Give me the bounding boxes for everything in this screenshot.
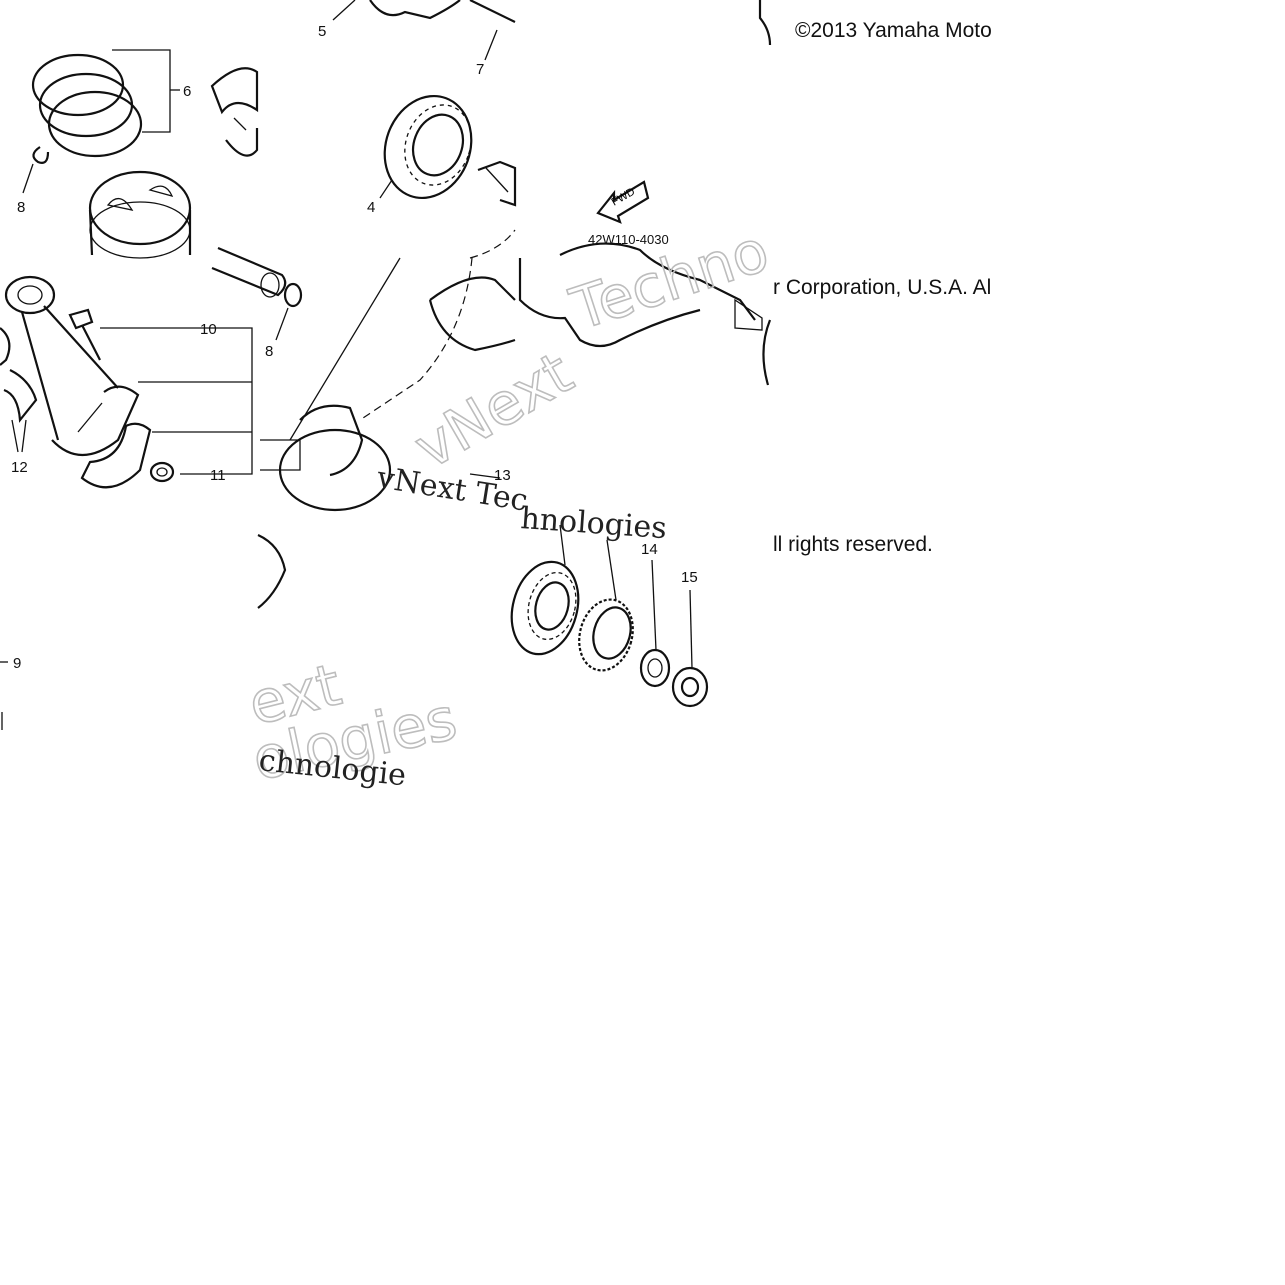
- cover-fragment: [0, 533, 287, 730]
- crank-web-right: [518, 0, 772, 386]
- fwd-arrow-icon: FWD: [596, 180, 650, 224]
- rod-nut: [149, 461, 175, 483]
- callout-10: 10: [200, 321, 217, 338]
- callout-13: 13: [494, 467, 511, 484]
- watermark-text-4: vNext: [403, 339, 584, 483]
- copyright-line-2: r Corporation, U.S.A. Al: [773, 276, 992, 299]
- callout-15: 15: [681, 569, 698, 586]
- crankshaft-outline: [260, 229, 516, 512]
- bearing-shell-upper: [210, 67, 259, 157]
- ball-bearing-large: [379, 94, 473, 200]
- bearing-shell-lower: [0, 327, 38, 453]
- part-code: 42W110-4030: [588, 232, 669, 247]
- callout-6: 6: [183, 83, 191, 100]
- callout-12: 12: [11, 459, 28, 476]
- callout-11: 11: [210, 467, 226, 484]
- bracket-lines: [100, 327, 253, 475]
- copyright-line-1: ©2013 Yamaha Moto: [795, 19, 992, 42]
- callout-4: 4: [367, 199, 375, 216]
- upper-linkage-fragment: [332, 0, 516, 61]
- blank-tile: [770, 48, 1285, 253]
- drive-gear: [559, 524, 634, 672]
- crankshaft-end: [477, 160, 517, 207]
- piston-clip: [22, 146, 50, 194]
- watermark-text-7: hnologies: [519, 501, 667, 546]
- callout-9: 9: [13, 655, 21, 672]
- callout-labels: 5 7 6 4 8 8 10 11 12 13 14 15 9 42W110-4…: [11, 23, 698, 672]
- rod-cap: [80, 422, 152, 489]
- callout-8-right: 8: [265, 343, 273, 360]
- callout-7: 7: [476, 61, 484, 78]
- connecting-rod: [4, 275, 140, 457]
- watermark: Techno ext ologies vNext vNext Tec chnol…: [241, 215, 777, 794]
- piston: [88, 170, 192, 259]
- copyright-line-3: ll rights reserved.: [773, 533, 933, 556]
- fwd-label: FWD: [610, 186, 638, 209]
- callout-14: 14: [641, 541, 658, 558]
- piston-pin: [211, 246, 303, 341]
- callout-8-left: 8: [17, 199, 25, 216]
- ball-bearing-small: [510, 560, 580, 656]
- rod-bolt: [68, 308, 101, 361]
- callout-5: 5: [318, 23, 326, 40]
- washer: [639, 559, 671, 688]
- piston-ring-set: [31, 49, 180, 158]
- lock-nut: [671, 589, 709, 708]
